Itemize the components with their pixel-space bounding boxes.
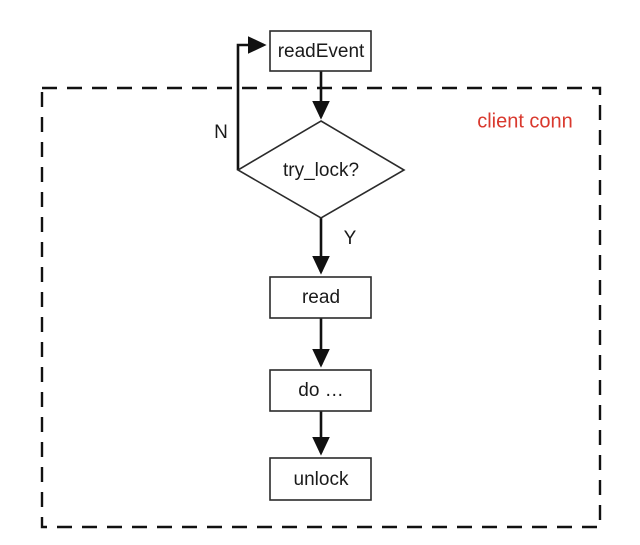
client-conn-group-label: client conn xyxy=(477,110,573,132)
node-read-label: read xyxy=(302,287,340,308)
node-do-label: do … xyxy=(298,380,343,401)
node-read-box[interactable] xyxy=(269,276,372,319)
node-do-box[interactable] xyxy=(269,369,372,412)
edge-label-yes: Y xyxy=(344,228,357,249)
edge-label-no: N xyxy=(214,122,228,143)
node-unlock-box[interactable] xyxy=(269,457,372,501)
node-readevent-box[interactable] xyxy=(269,30,372,72)
node-readevent-label: readEvent xyxy=(278,41,365,62)
node-unlock-label: unlock xyxy=(294,469,349,490)
edge-trylock-no-to-readevent xyxy=(236,36,267,170)
node-trylock-diamond[interactable] xyxy=(236,120,406,219)
node-trylock-label: try_lock? xyxy=(283,160,359,181)
